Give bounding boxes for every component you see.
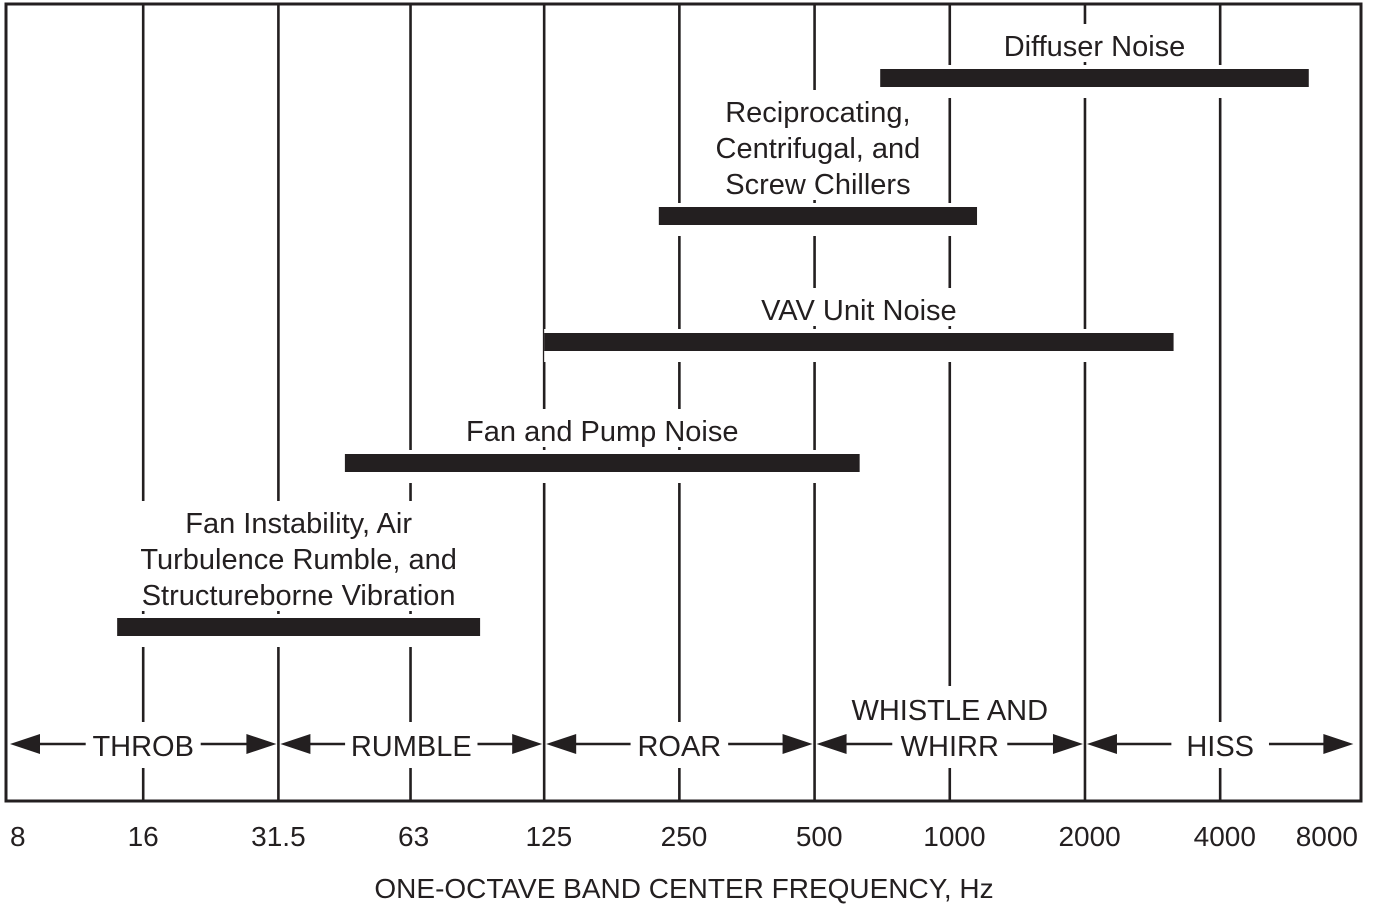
region-label: RUMBLE xyxy=(351,731,472,763)
x-tick-label: 250 xyxy=(661,821,708,852)
noise-source-bar: Fan and Pump Noise xyxy=(344,409,860,483)
arrow-right-icon xyxy=(1323,734,1354,754)
bar-label: VAV Unit Noise xyxy=(761,295,957,327)
x-tick-label: 2000 xyxy=(1058,821,1120,852)
arrow-left-icon xyxy=(546,734,577,754)
x-axis-tick-labels: 8 16 31.5 63 125 250 500 1000 2000 4000 8000 xyxy=(10,821,1358,852)
range-bar xyxy=(880,69,1309,87)
arrow-left-icon xyxy=(1086,734,1117,754)
bar-label: Structureborne Vibration xyxy=(142,580,456,612)
noise-source-bar: VAV Unit Noise xyxy=(544,288,1174,362)
range-bar xyxy=(658,207,978,225)
sound-region: ROAR xyxy=(546,722,813,768)
bar-label: Centrifugal, and xyxy=(716,133,921,165)
sound-region: THROB xyxy=(10,722,277,768)
sound-character-regions: THROB RUMBLE ROAR WHISTLE AND WHIRR HISS xyxy=(10,686,1354,768)
arrow-right-icon xyxy=(1052,734,1083,754)
arrow-left-icon xyxy=(10,734,40,754)
arrow-right-icon xyxy=(246,734,277,754)
region-label: THROB xyxy=(92,731,194,763)
range-bar xyxy=(117,618,481,636)
arrow-left-icon xyxy=(280,734,311,754)
arrow-right-icon xyxy=(782,734,813,754)
bar-label: Reciprocating, xyxy=(725,97,910,129)
bar-label: Turbulence Rumble, and xyxy=(140,544,457,576)
plot-frame xyxy=(4,2,1363,803)
region-label: WHISTLE AND xyxy=(851,695,1048,727)
x-tick-label: 500 xyxy=(796,821,843,852)
bar-label: Fan and Pump Noise xyxy=(466,416,738,448)
x-tick-label: 125 xyxy=(525,821,572,852)
x-tick-label: 63 xyxy=(398,821,429,852)
bar-label: Screw Chillers xyxy=(725,169,910,201)
x-tick-label: 4000 xyxy=(1194,821,1256,852)
region-label: HISS xyxy=(1186,731,1254,763)
arrow-left-icon xyxy=(816,734,847,754)
x-tick-label: 8 xyxy=(10,821,26,852)
noise-source-bar: Diffuser Noise xyxy=(880,24,1309,98)
x-tick-label: 16 xyxy=(128,821,159,852)
x-tick-label: 31.5 xyxy=(251,821,306,852)
bar-label: Fan Instability, Air xyxy=(185,508,412,540)
x-tick-label: 1000 xyxy=(923,821,985,852)
frequency-gridlines xyxy=(141,4,1222,801)
range-bar xyxy=(544,333,1174,351)
x-axis-title: ONE-OCTAVE BAND CENTER FREQUENCY, Hz xyxy=(374,873,993,904)
sound-region: WHISTLE AND WHIRR xyxy=(816,686,1083,768)
region-label: WHIRR xyxy=(901,731,999,763)
sound-region: HISS xyxy=(1086,722,1354,768)
x-tick-label: 8000 xyxy=(1296,821,1358,852)
arrow-right-icon xyxy=(512,734,543,754)
sound-region: RUMBLE xyxy=(280,722,543,768)
range-bar xyxy=(344,454,860,472)
region-label: ROAR xyxy=(637,731,721,763)
bar-label: Diffuser Noise xyxy=(1004,31,1186,63)
